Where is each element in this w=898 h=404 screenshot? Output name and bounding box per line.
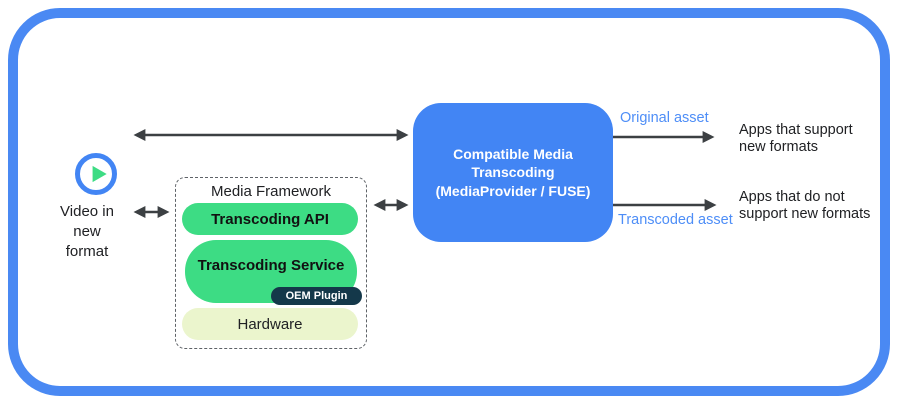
text-line: Apps that support <box>739 122 853 138</box>
media-framework-box: Media Framework Transcoding API Transcod… <box>175 177 367 349</box>
transcoded-asset-label: Transcoded asset <box>618 212 733 228</box>
text-line: Compatible Media <box>453 145 573 162</box>
hardware-label: Hardware <box>237 315 303 333</box>
text-line: support new formats <box>739 206 871 222</box>
transcoding-api-pill: Transcoding API <box>182 203 358 235</box>
text-line: Transcoding <box>471 164 555 181</box>
video-source-label: Video in new format <box>46 202 128 262</box>
apps-do-not-support-new-formats-label: Apps that do not support new formats <box>739 189 870 223</box>
transcoding-service-label: Transcoding Service <box>197 257 345 274</box>
compatible-media-transcoding-box: Compatible Media Transcoding (MediaProvi… <box>413 103 613 242</box>
apps-support-new-formats-label: Apps that support new formats <box>739 122 853 156</box>
play-triangle-icon <box>92 165 107 183</box>
text-line: (MediaProvider / FUSE) <box>435 182 591 199</box>
text-line: new <box>73 223 101 240</box>
text-line: Apps that do not <box>739 189 845 205</box>
oem-plugin-pill: OEM Plugin <box>271 287 362 305</box>
original-asset-label: Original asset <box>620 110 709 126</box>
transcoding-service-pill: Transcoding Service OEM Plugin <box>185 240 362 305</box>
media-framework-title: Media Framework <box>210 183 332 200</box>
transcoding-api-label: Transcoding API <box>211 210 329 228</box>
text-line: format <box>65 243 109 260</box>
text-line: new formats <box>739 139 818 155</box>
text-line: Video in <box>60 203 114 220</box>
play-icon <box>75 153 117 195</box>
hardware-pill: Hardware <box>182 308 358 340</box>
oem-plugin-label: OEM Plugin <box>285 289 348 302</box>
